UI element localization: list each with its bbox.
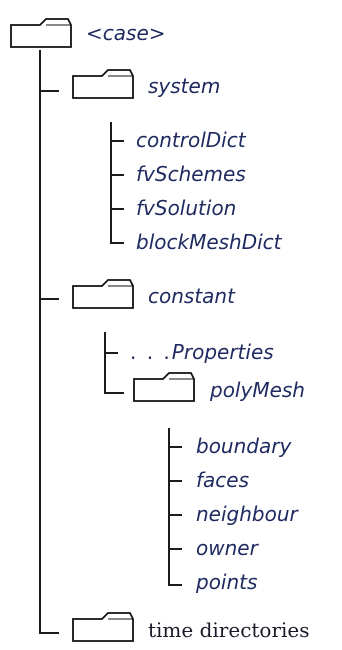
folder-label-system: system	[148, 74, 221, 98]
folder-icon-time-directories	[72, 612, 134, 642]
folder-label-polyMesh: polyMesh	[210, 378, 305, 402]
folder-icon-polyMesh	[133, 372, 195, 402]
file-controlDict: controlDict	[136, 128, 246, 152]
branch-line-constant	[39, 298, 59, 300]
constant-children-line	[104, 332, 106, 394]
tick-fvSolution	[110, 208, 124, 210]
file-boundary: boundary	[196, 434, 292, 458]
folder-icon-case	[10, 18, 72, 48]
system-children-line	[110, 122, 112, 244]
tick-controlDict	[110, 140, 124, 142]
tick-properties	[104, 352, 118, 354]
branch-line-polyMesh	[104, 392, 124, 394]
file-neighbour: neighbour	[196, 502, 298, 526]
tick-boundary	[168, 446, 182, 448]
file-owner: owner	[196, 536, 258, 560]
file-properties: . . .Properties	[130, 340, 274, 364]
tick-blockMeshDict	[110, 242, 124, 244]
branch-line-time	[39, 632, 59, 634]
tick-fvSchemes	[110, 174, 124, 176]
root-trunk-line	[39, 50, 41, 634]
file-blockMeshDict: blockMeshDict	[136, 230, 282, 254]
root-label-case: <case>	[86, 21, 166, 45]
folder-icon-system	[72, 69, 134, 99]
file-faces: faces	[196, 468, 250, 492]
folder-label-constant: constant	[148, 284, 235, 308]
folder-icon-constant	[72, 279, 134, 309]
folder-label-time-directories: time directories	[148, 618, 310, 642]
tick-owner	[168, 548, 182, 550]
file-fvSchemes: fvSchemes	[136, 162, 246, 186]
file-points: points	[196, 570, 258, 594]
file-fvSolution: fvSolution	[136, 196, 237, 220]
polyMesh-children-line	[168, 428, 170, 586]
tick-faces	[168, 480, 182, 482]
tick-neighbour	[168, 514, 182, 516]
tick-points	[168, 584, 182, 586]
branch-line-system	[39, 90, 59, 92]
